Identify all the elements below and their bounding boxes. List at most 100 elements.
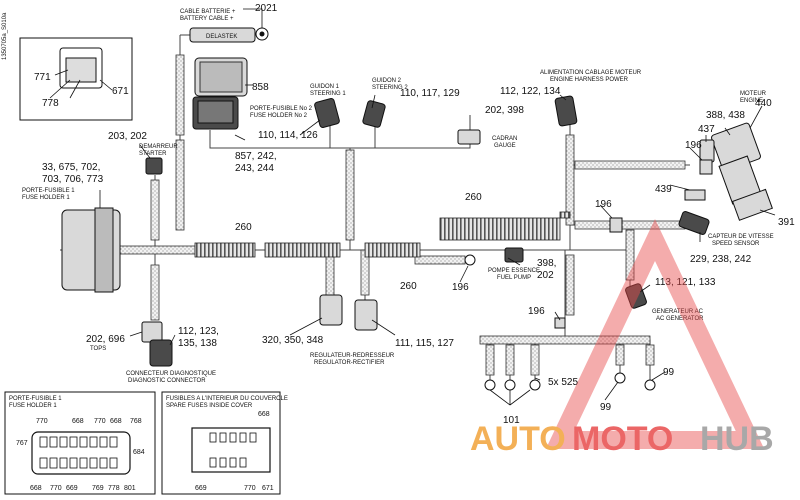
power-label-1: ALIMENTATION CABLAGE MOTEUR <box>540 70 642 76</box>
callout-778: 778 <box>42 98 59 109</box>
inset1-top-4: 668 <box>110 418 122 425</box>
watermark-moto: MOTO <box>572 420 673 458</box>
callout-260a: 260 <box>235 222 252 233</box>
fh1-label-2: FUSE HOLDER 1 <box>22 195 70 201</box>
engine-label-2: ENGINE <box>740 98 763 104</box>
watermark-triangle <box>545 219 765 449</box>
callout-2021: 2021 <box>255 3 278 14</box>
callout-771: 771 <box>34 72 51 83</box>
connector-196-b <box>464 254 476 266</box>
inset-spare-fuses: FUSIBLES A L'INTERIEUR DU COUVERCLE SPAR… <box>161 391 288 495</box>
pump-label-1: POMPE ESSENCE <box>488 268 540 274</box>
gauge-connector <box>457 129 481 145</box>
ring-terminal-2 <box>504 379 516 391</box>
fuel-pump-connector <box>504 247 524 263</box>
connector-196-engine <box>699 159 713 175</box>
battery-label-1: CABLE BATTERIE + <box>180 9 236 15</box>
speed-sensor <box>678 211 710 235</box>
connector-439 <box>684 189 706 201</box>
callout-440: 440 <box>755 98 772 109</box>
ring-terminal-5 <box>644 379 656 391</box>
regulator-connector-2 <box>354 299 378 331</box>
gauge-label-1: CADRAN <box>492 136 517 142</box>
callout-437: 437 <box>698 124 715 135</box>
speed-label-1: CAPTEUR DE VITESSE <box>708 234 774 240</box>
callout-439: 439 <box>655 184 672 195</box>
speed-label-2: SPEED SENSOR <box>712 241 760 247</box>
automotohub-watermark: AUTO MOTO HUB <box>470 219 774 458</box>
reference-code: 1350705a_S010a <box>2 12 8 60</box>
callout-reg1: 320, 350, 348 <box>262 335 324 346</box>
inset1-bottom-4: 769 <box>92 485 104 492</box>
callout-101: 101 <box>503 415 520 426</box>
steering-2-label-2: STEERING 2 <box>372 85 408 91</box>
callouts: CABLE BATTERIE + BATTERY CABLE + 2021 85… <box>22 3 795 426</box>
callout-391: 391 <box>778 217 795 228</box>
engine-label-1: MOTEUR <box>740 91 767 97</box>
callout-diag-1: 112, 123, <box>178 326 219 337</box>
delastek-label: DELASTEK <box>206 34 237 40</box>
engine-plate-391 <box>731 188 773 221</box>
inset2-bottom-3: 671 <box>262 485 274 492</box>
steering-2-connector <box>362 100 386 128</box>
callout-gauge: 202, 398 <box>485 105 524 116</box>
starter-label-2: STARTER <box>139 151 167 157</box>
connector-437 <box>699 139 715 163</box>
inset1-top-5: 768 <box>130 418 142 425</box>
inset1-top-3: 770 <box>94 418 106 425</box>
steering-1-label-2: STEERING 1 <box>310 91 346 97</box>
reg-label-2: REGULATOR-RECTIFIER <box>314 360 385 366</box>
delastek-boot <box>189 27 256 43</box>
inset2-title-2: SPARE FUSES INSIDE COVER <box>166 403 253 409</box>
engine-power-connector <box>554 95 578 127</box>
callout-power: 112, 122, 134 <box>500 86 561 97</box>
battery-label-2: BATTERY CABLE + <box>180 16 234 22</box>
callout-fh2-2: 243, 244 <box>235 163 274 174</box>
power-label-2: ENGINE HARNESS POWER <box>550 77 629 83</box>
fh2-label-2: FUSE HOLDER No 2 <box>250 113 308 119</box>
callout-steer1: 110, 114, 126 <box>258 130 318 141</box>
steering-2-label-1: GUIDON 2 <box>372 78 402 84</box>
inset2-title-1: FUSIBLES A L'INTERIEUR DU COUVERCLE <box>166 396 288 402</box>
inset1-bottom-3: 669 <box>66 485 78 492</box>
callout-196d: 196 <box>528 306 545 317</box>
callout-99b: 99 <box>600 402 612 413</box>
callout-fh2-1: 857, 242, <box>235 151 277 162</box>
inset1-left: 767 <box>16 440 28 447</box>
gen-label-1: GENERATEUR AC <box>652 309 704 315</box>
inset2-bottom-2: 770 <box>244 485 256 492</box>
inset1-bottom-6: 801 <box>124 485 136 492</box>
callout-99a: 99 <box>663 367 675 378</box>
inset1-top-2: 668 <box>72 418 84 425</box>
callout-525: 5x 525 <box>548 377 578 388</box>
gauge-label-2: GAUGE <box>494 143 516 149</box>
ring-terminal-3 <box>529 379 541 391</box>
inset1-bottom-5: 778 <box>108 485 120 492</box>
steering-1-label-1: GUIDON 1 <box>310 84 340 90</box>
connector-196-d <box>554 317 566 329</box>
callout-pump-2: 202 <box>537 270 554 281</box>
tops-label: TOPS <box>90 346 106 352</box>
inset2-bottom-1: 669 <box>195 485 207 492</box>
tops-connector <box>141 321 163 343</box>
callout-steer2: 110, 117, 129 <box>400 88 460 99</box>
diagnostic-connector <box>149 339 173 367</box>
ring-terminal-1 <box>484 379 496 391</box>
callout-196a: 196 <box>685 140 702 151</box>
connector-detail-inset <box>19 37 133 121</box>
gen-label-2: AC GENERATOR <box>656 316 704 322</box>
starter-callout: 203, 202 <box>108 131 147 142</box>
leader-lines <box>49 8 776 406</box>
callout-fh1-1: 33, 675, 702, <box>42 162 100 173</box>
starter-label-1: DEMARREUR <box>139 144 178 150</box>
ac-generator-connector <box>625 283 647 309</box>
callout-engine: 388, 438 <box>706 110 745 121</box>
fh2-label-1: PORTE-FUSIBLE No 2 <box>250 106 313 112</box>
callout-diag-2: 135, 138 <box>178 338 217 349</box>
fh1-label-1: PORTE-FUSIBLE 1 <box>22 188 75 194</box>
watermark-auto: AUTO <box>470 420 566 458</box>
inset1-title-1: PORTE-FUSIBLE 1 <box>9 396 62 402</box>
steering-1-connector <box>314 98 340 128</box>
